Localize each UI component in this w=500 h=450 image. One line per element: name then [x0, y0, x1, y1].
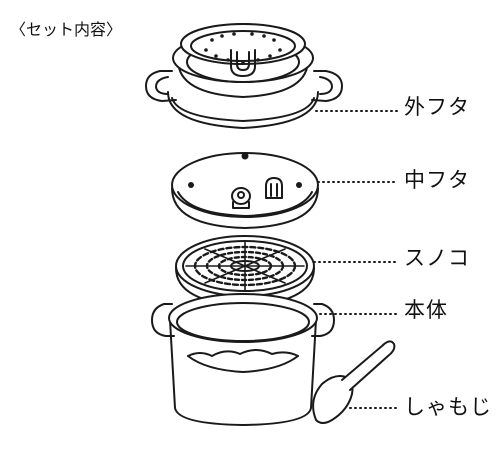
outer-lid-drawing	[145, 23, 343, 129]
inner-lid-label: 中フタ	[404, 168, 470, 192]
rice-paddle-label: しゃもじ	[404, 395, 492, 419]
pot-body-label: 本体	[404, 298, 448, 322]
steamer-rack-drawing	[175, 235, 315, 307]
inner-lid-drawing	[171, 152, 319, 229]
leader-lines	[313, 110, 399, 409]
steamer-rack-label: スノコ	[404, 246, 470, 270]
paddle-drawing	[312, 340, 396, 424]
set-contents-title: 〈セット内容〉	[10, 20, 123, 39]
outer-lid-label: 外フタ	[404, 95, 470, 119]
pot-body-drawing	[151, 293, 335, 426]
